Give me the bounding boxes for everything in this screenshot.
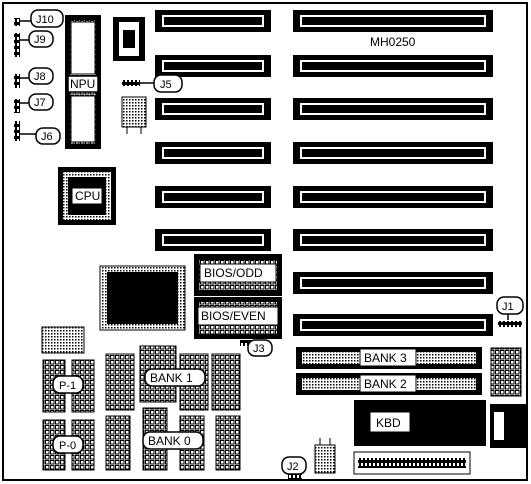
svg-text:J9: J9 [34,34,46,46]
jumper-j10: J10 [20,9,64,28]
svg-text:J5: J5 [160,79,172,91]
keyboard-connector [490,404,526,448]
bios-even-label: BIOS/EVEN [201,309,266,323]
svg-text:P-1: P-1 [59,380,76,392]
jumper-j3: J3 [240,339,273,357]
bank2-label: BANK 2 [364,377,407,391]
pin-header-bottom [353,451,471,475]
svg-text:P-0: P-0 [59,440,76,452]
bank3-label: BANK 3 [364,351,407,365]
cpu-label: CPU [75,189,100,203]
jumper-j2: J2 [281,456,307,480]
oscillator-chip [113,17,145,61]
chipset-plcc [99,265,186,331]
capacitor [314,438,336,474]
model-label: MH0250 [370,35,416,49]
expansion-slots-right [293,10,493,336]
jumper-j7: J7 [20,93,54,111]
bank1-label: BANK 1 [150,371,193,385]
jumper-j1: J1 [496,296,524,327]
kbd-label: KBD [376,416,401,430]
svg-text:J10: J10 [36,14,54,26]
bios-odd-label: BIOS/ODD [204,266,263,280]
memory-bank-0: BANK 0 [105,407,241,471]
jumper-j9: J9 [20,30,54,48]
parity-chip-p1: P-1 [42,359,95,413]
memory-bank-2: BANK 2 [296,373,482,395]
npu-socket: NPU [65,15,101,149]
memory-bank-1: BANK 1 [105,345,241,411]
svg-text:J3: J3 [253,343,265,355]
svg-text:J8: J8 [34,71,46,83]
bios-odd-chip: BIOS/ODD [194,254,282,296]
bank0-label: BANK 0 [148,434,191,448]
npu-label: NPU [70,77,95,91]
battery-component [41,326,85,354]
cpu-chip: CPU [58,167,116,225]
jumper-j6: J6 [20,127,61,145]
expansion-slots-left [155,10,271,251]
svg-text:J1: J1 [502,301,514,313]
svg-text:J2: J2 [287,461,299,473]
power-connector [490,347,522,397]
svg-text:J7: J7 [34,97,46,109]
jumper-column-left [14,18,20,141]
crystal-oscillator [121,96,147,134]
parity-chip-p0: P-0 [42,419,95,471]
memory-bank-3: BANK 3 [296,347,482,369]
jumper-j8: J8 [20,67,54,85]
bios-even-chip: BIOS/EVEN [194,297,282,339]
svg-text:J6: J6 [41,131,53,143]
jumper-j5: J5 [122,74,183,93]
keyboard-controller: KBD [354,400,486,446]
